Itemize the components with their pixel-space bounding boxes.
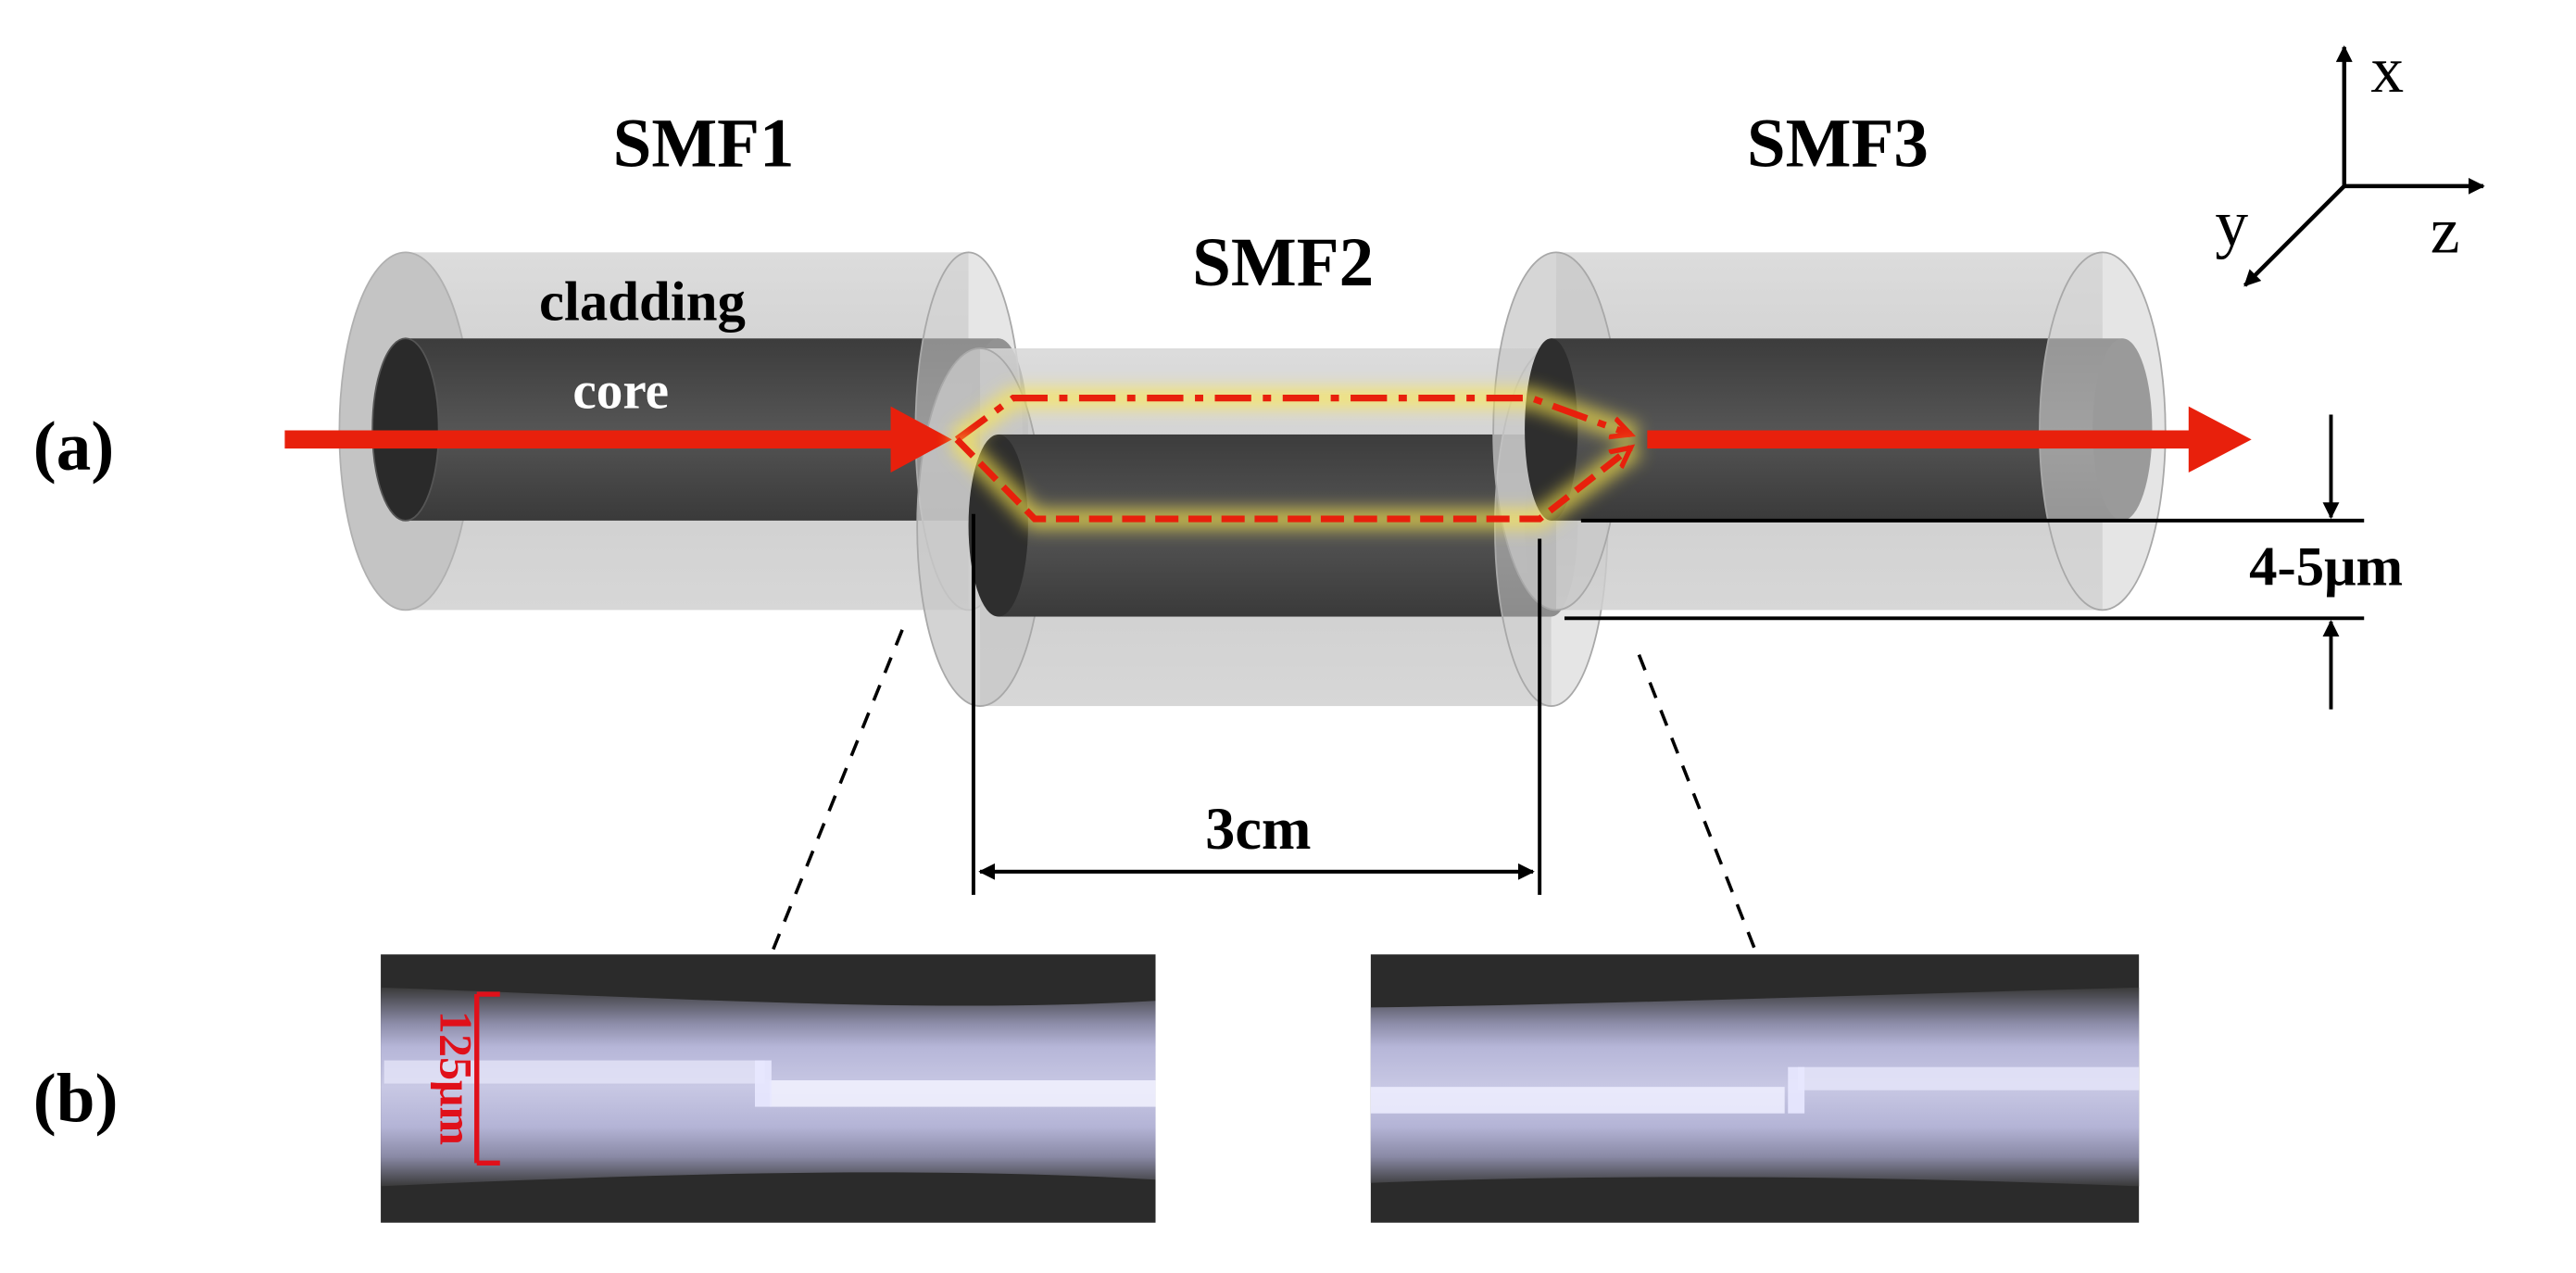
core-label: core — [572, 361, 669, 420]
lower-path-dashed — [954, 436, 1630, 523]
offset-dimension — [1564, 414, 2365, 710]
zoom-line-left — [768, 629, 904, 959]
offset-label: 4-5μm — [2249, 536, 2403, 599]
length-label: 3cm — [1205, 796, 1311, 862]
z-axis-label: z — [2431, 194, 2460, 267]
input-beam-arrowhead — [890, 406, 952, 473]
x-axis-label: x — [2370, 33, 2404, 107]
diameter-scale-bar — [474, 991, 500, 1166]
light-path — [284, 387, 2268, 529]
zoom-line-right — [1637, 654, 1760, 959]
cladding-label: cladding — [539, 271, 746, 334]
panel-label-a: (a) — [33, 408, 115, 485]
length-dimension — [971, 513, 1542, 895]
y-axis — [2243, 184, 2346, 287]
micrograph-right — [1370, 954, 2140, 1223]
y-axis-label: y — [2215, 187, 2248, 260]
output-beam-arrowhead — [2188, 406, 2252, 473]
diameter-label: 125μm — [430, 1011, 482, 1145]
upper-path-dashdot — [954, 395, 1630, 443]
coordinate-axes — [2243, 44, 2485, 287]
smf1-label: SMF1 — [613, 105, 795, 182]
micrograph-left: 125μm — [381, 954, 1156, 1223]
smf2-label: SMF2 — [1192, 224, 1374, 301]
smf3-core-left-face — [1525, 338, 1578, 521]
panel-label-b: (b) — [33, 1061, 119, 1138]
smf3-label: SMF3 — [1747, 105, 1929, 182]
